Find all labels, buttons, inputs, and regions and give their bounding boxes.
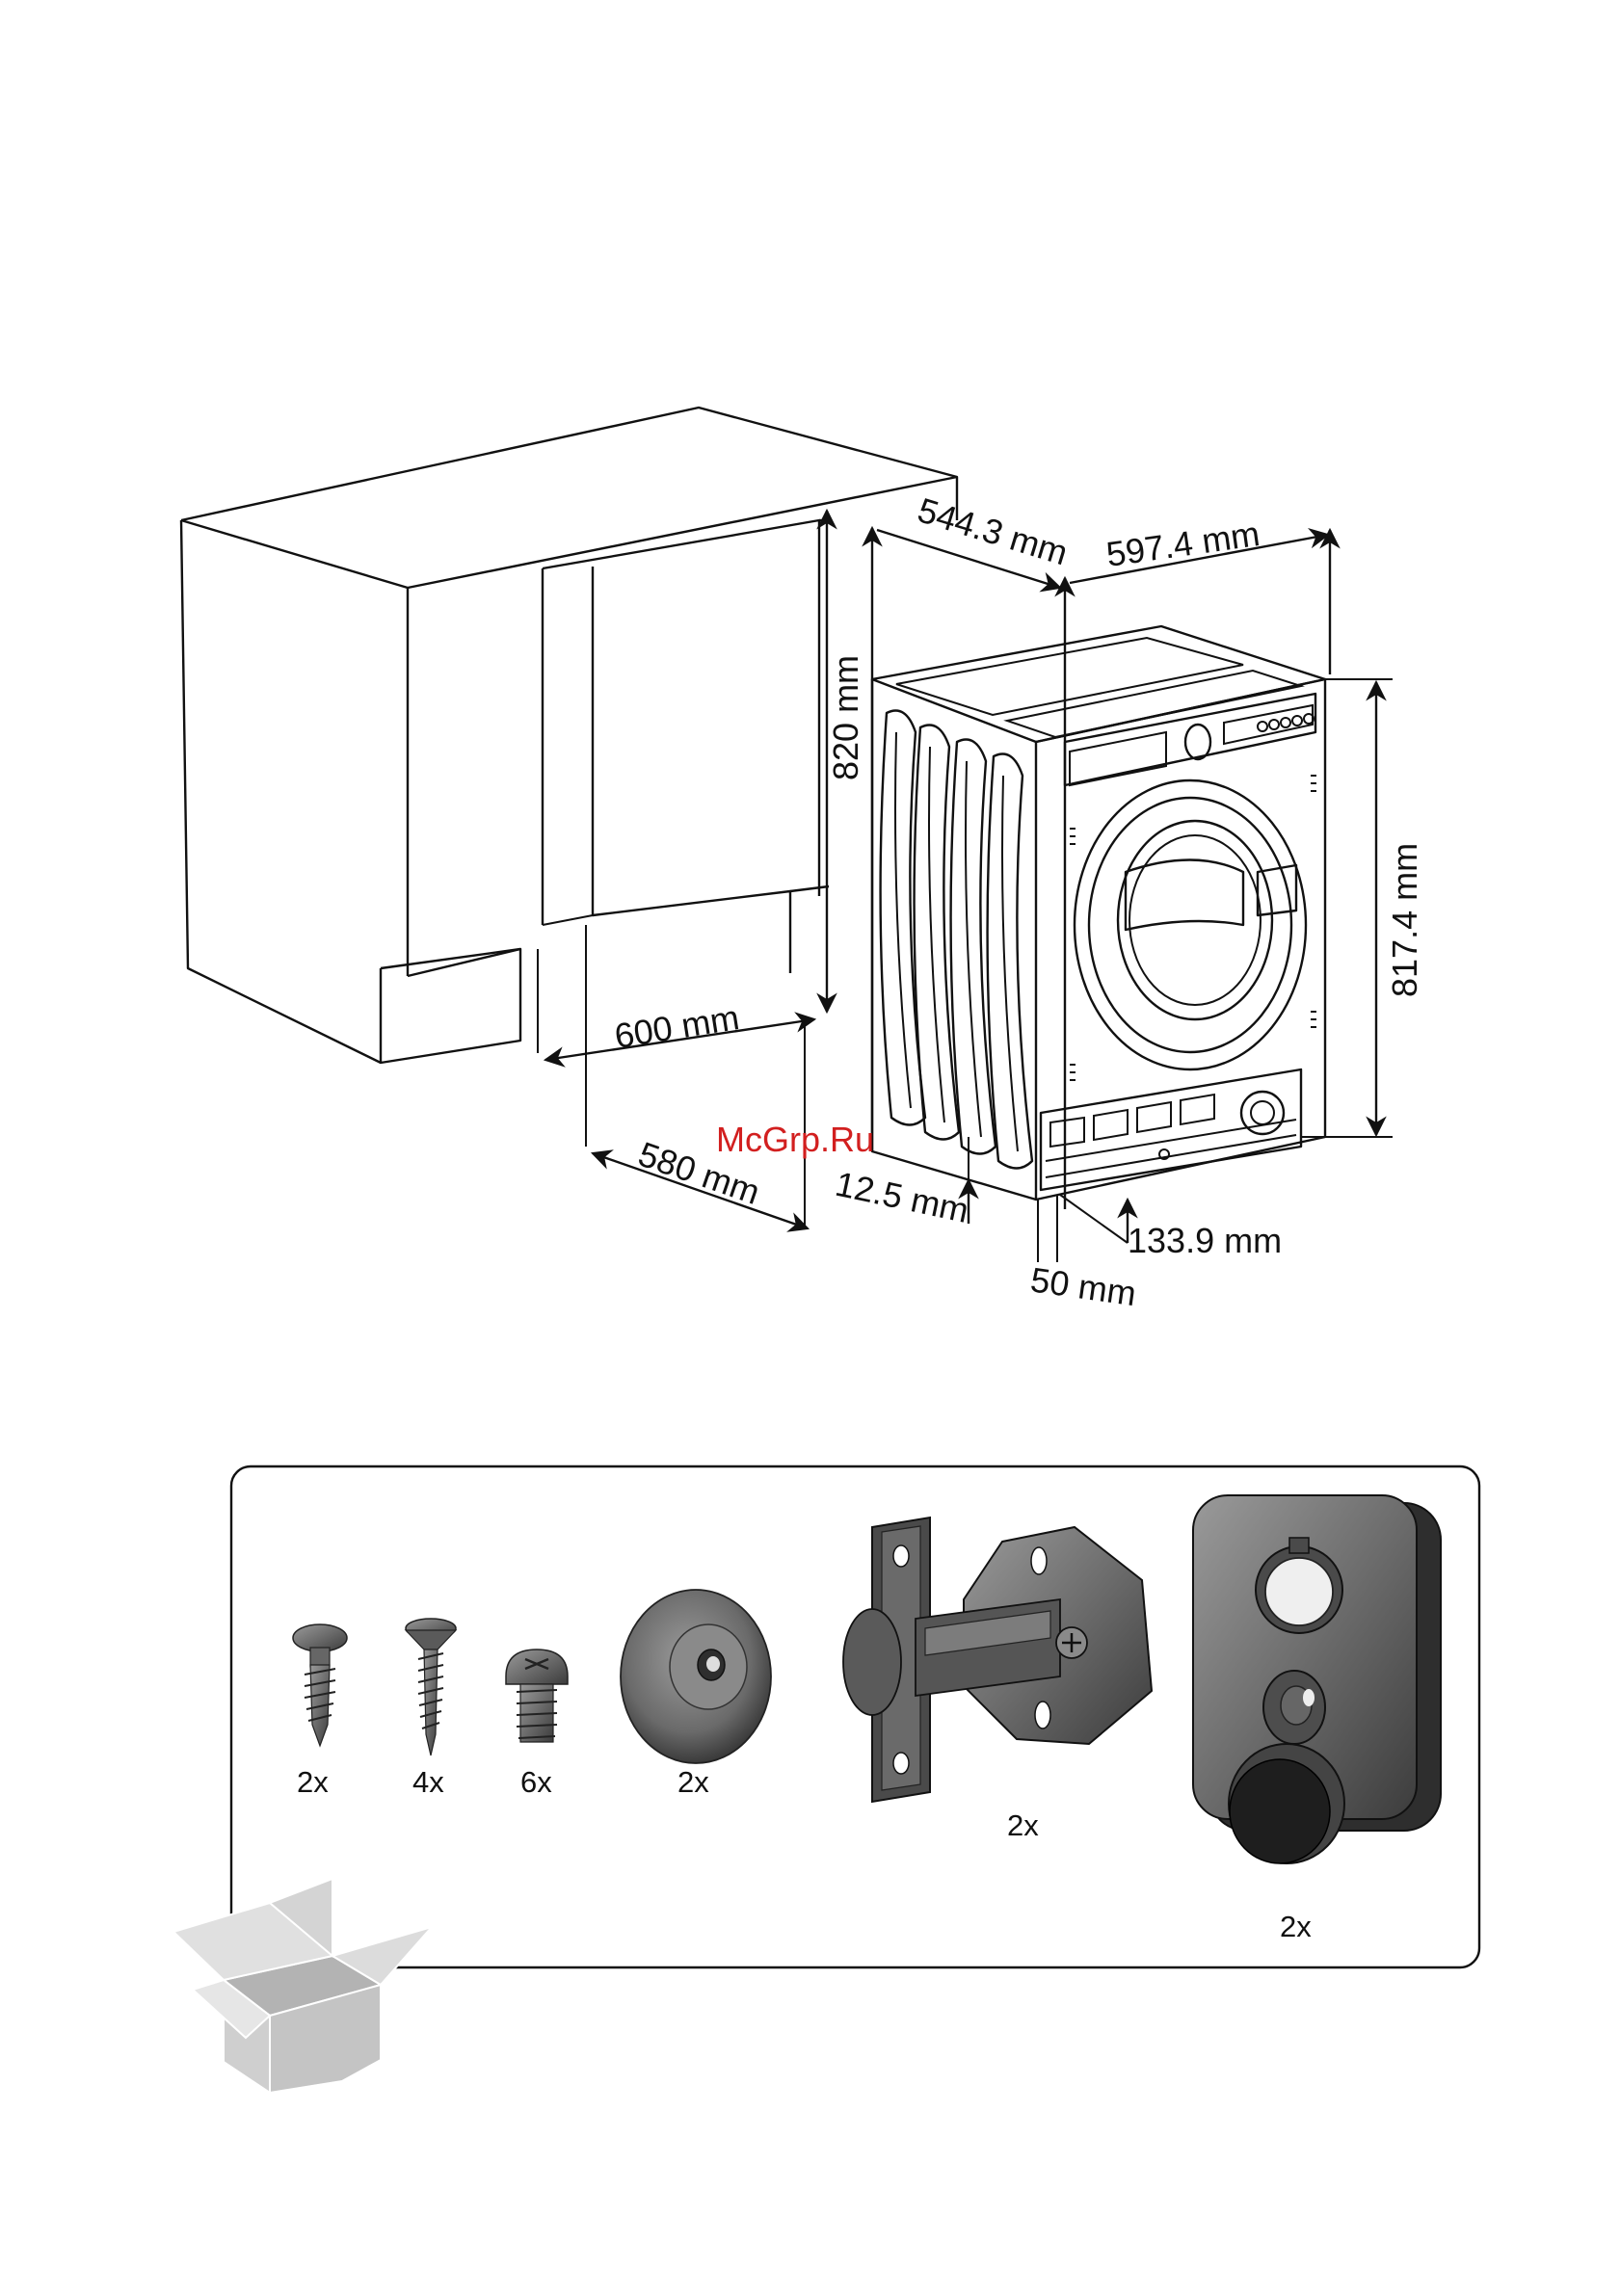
dim-cabinet-width: 600 mm [612, 997, 742, 1056]
dim-plinth-depth: 50 mm [1028, 1259, 1139, 1313]
quantity-label: 2x [297, 1765, 329, 1799]
dim-machine-height: 817.4 mm [1385, 843, 1424, 997]
watermark-text: McGrp.Ru [716, 1120, 874, 1159]
quantity-label: 4x [412, 1765, 444, 1799]
open-box-icon [173, 1879, 432, 2093]
latch-plate-icon [1193, 1495, 1441, 1863]
dim-plinth-height: 133.9 mm [1128, 1221, 1282, 1260]
hinge-icon [843, 1517, 1152, 1802]
quantity-label: 2x [677, 1765, 709, 1799]
countersunk-screw-icon [406, 1619, 456, 1755]
dim-cabinet-height: 820 mm [826, 655, 865, 780]
dim-machine-width: 597.4 mm [1103, 514, 1261, 574]
pan-head-screw-icon [293, 1624, 347, 1746]
machine-screw-icon [506, 1649, 568, 1742]
round-washer-icon [621, 1590, 771, 1763]
washing-machine-drawing [872, 626, 1325, 1200]
quantity-label: 2x [1007, 1808, 1039, 1842]
quantity-label: 6x [520, 1765, 552, 1799]
dim-machine-depth: 544.3 mm [914, 489, 1073, 572]
quantity-label: 2x [1280, 1910, 1312, 1943]
